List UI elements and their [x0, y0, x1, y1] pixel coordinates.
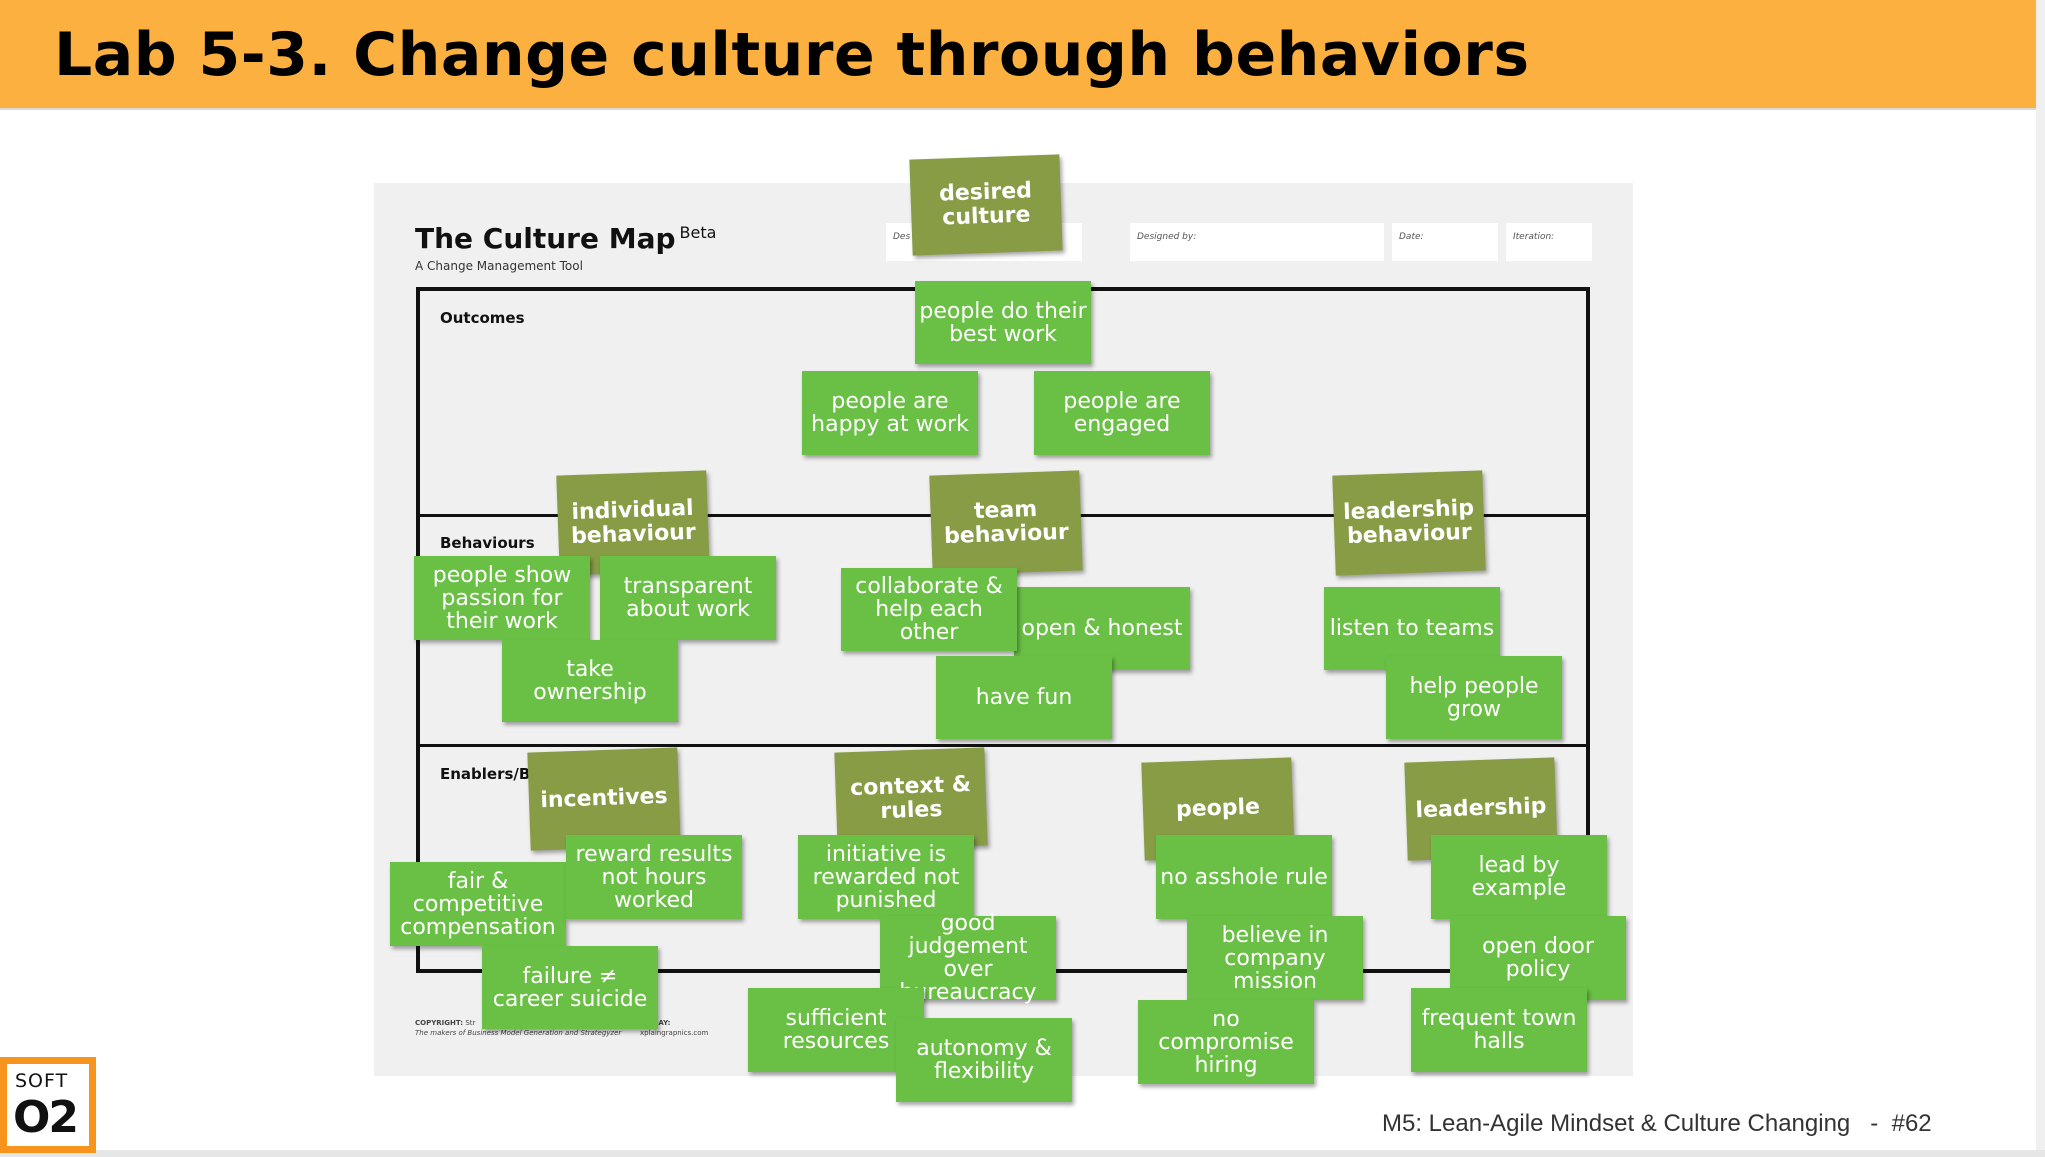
note-failure: failure ≠ career suicide — [482, 946, 658, 1029]
slide-footer: M5: Lean-Agile Mindset & Culture Changin… — [1382, 1110, 1932, 1137]
note-have-fun: have fun — [936, 656, 1112, 739]
note-good-judgement: good judgement over bureaucracy — [880, 912, 1056, 1004]
note-happy: people are happy at work — [802, 371, 978, 455]
note-team-behaviour: team behaviour — [929, 470, 1083, 576]
culture-map-subtitle: A Change Management Tool — [415, 259, 583, 273]
note-reward-results: reward results not hours worked — [566, 835, 742, 919]
note-leadership-behaviour: leadership behaviour — [1332, 470, 1486, 576]
note-initiative: initiative is rewarded not punished — [798, 835, 974, 919]
note-town-halls: frequent town halls — [1411, 988, 1587, 1072]
behaviours-divider — [416, 744, 1590, 747]
beta-label: Beta — [679, 222, 717, 242]
note-take-ownership: take ownership — [502, 640, 678, 722]
outcomes-label: Outcomes — [440, 309, 525, 327]
title-bar — [0, 0, 2036, 110]
slide-edge-bottom — [0, 1150, 2045, 1157]
note-collaborate: collaborate & help each other — [841, 568, 1017, 651]
enablers-label: Enablers/B — [440, 765, 531, 783]
note-autonomy: autonomy & flexibility — [896, 1018, 1072, 1102]
note-no-compromise: no compromise hiring — [1138, 1000, 1314, 1084]
note-sufficient: sufficient resources — [748, 988, 924, 1072]
note-desired-culture: desired culture — [909, 154, 1063, 256]
behaviours-label: Behaviours — [440, 534, 535, 552]
note-fair-compensation: fair & competitive compensation — [390, 862, 566, 946]
note-help-grow: help people grow — [1386, 656, 1562, 739]
note-lead-example: lead by example — [1431, 835, 1607, 919]
note-transparent: transparent about work — [600, 556, 776, 640]
designed-by-field: Designed by: — [1130, 223, 1384, 261]
slide-title: Lab 5-3. Change culture through behavior… — [54, 20, 1530, 90]
note-believe-mission: believe in company mission — [1187, 916, 1363, 1000]
slide-edge — [2036, 0, 2045, 1157]
note-open-door: open door policy — [1450, 916, 1626, 1000]
note-engaged: people are engaged — [1034, 371, 1210, 455]
softo2-logo: SOFT O2 — [0, 1057, 96, 1153]
note-best-work: people do their best work — [915, 281, 1091, 364]
note-no-asshole: no asshole rule — [1156, 835, 1332, 919]
iteration-field: Iteration: — [1506, 223, 1592, 261]
date-field: Date: — [1392, 223, 1498, 261]
note-passion: people show passion for their work — [414, 556, 590, 640]
